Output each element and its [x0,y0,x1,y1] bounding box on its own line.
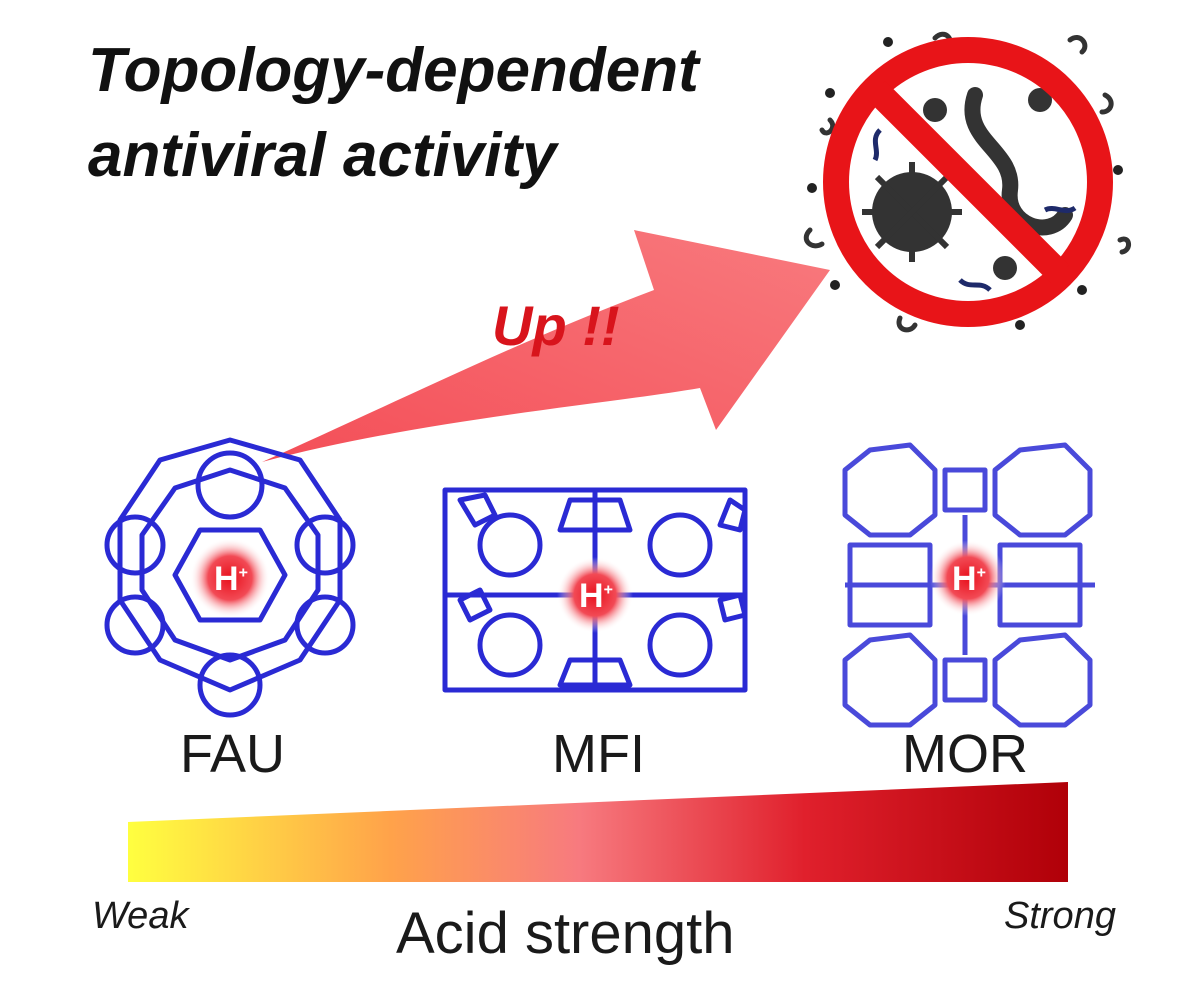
mfi-proton: H+ [579,577,613,615]
weak-label: Weak [92,895,189,937]
no-virus-icon [803,31,1131,333]
mor-proton: H+ [952,560,986,598]
fau-proton: H+ [214,560,248,598]
title-line-2: antiviral activity [88,121,557,190]
mfi-label: MFI [552,724,645,784]
fau-proton-glow [190,538,270,618]
fau-framework [104,437,356,718]
mor-label: MOR [902,724,1028,784]
title-line-1: Topology-dependent [88,36,699,105]
strong-label: Strong [1004,895,1116,937]
mor-proton-glow [930,540,1006,616]
acid-strength-wedge [128,782,1068,882]
acid-strength-label: Acid strength [396,901,735,966]
up-arrow [262,230,830,462]
up-label: Up !! [492,294,620,357]
fau-label: FAU [180,724,286,784]
mfi-proton-glow [557,557,633,633]
